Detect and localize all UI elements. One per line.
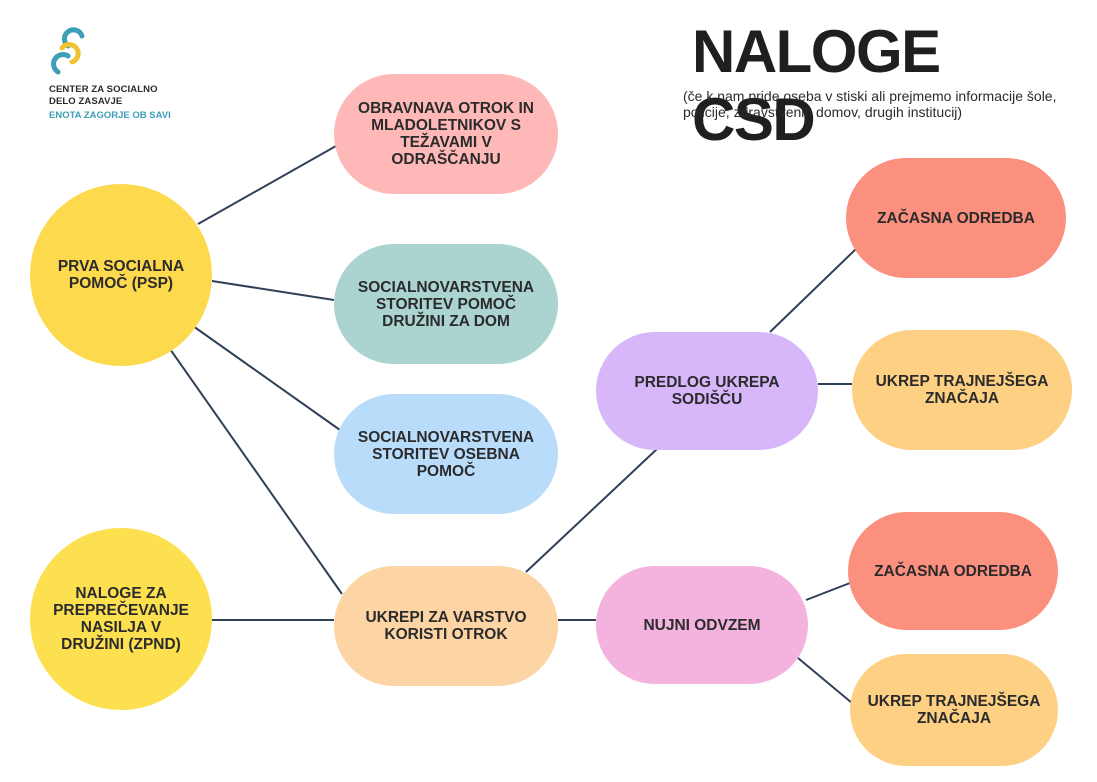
node-label: SOCIALNOVARSTVENA STORITEV POMOČ DRUŽINI… [357,278,535,330]
node-label: NUJNI ODVZEM [643,616,761,634]
edge-psp-osebna [192,325,341,431]
edge-predlog-zac1 [769,247,858,333]
logo-text-line-2: DELO ZASAVJE [49,96,123,107]
node-obravnava-otrok: OBRAVNAVA OTROK IN MLADOLETNIKOV S TEŽAV… [334,74,558,194]
edge-odvzem-zac2 [805,582,851,601]
node-label: ZAČASNA ODREDBA [877,209,1035,227]
edge-ukrepi-predlog [525,448,658,573]
logo: CENTER ZA SOCIALNO DELO ZASAVJE ENOTA ZA… [46,26,196,122]
page-subtitle: (če k nam pride oseba v stiski ali prejm… [683,88,1057,120]
page-title: NALOGE CSD [692,18,941,153]
node-label: PREDLOG UKREPA SODIŠČU [634,374,780,408]
node-zacasna-odredba-1: ZAČASNA ODREDBA [846,158,1066,278]
node-ukrep-trajnejsega-znacaja-1: UKREP TRAJNEJŠEGA ZNAČAJA [852,330,1072,450]
node-predlog-ukrepa-sodiscu: PREDLOG UKREPA SODIŠČU [596,332,818,450]
node-label: UKREP TRAJNEJŠEGA ZNAČAJA [867,693,1041,727]
logo-text-line-1: CENTER ZA SOCIALNO [49,84,158,95]
logo-text-line-3: ENOTA ZAGORJE OB SAVI [49,110,171,121]
edge-psp-otrok [197,145,337,225]
node-zacasna-odredba-2: ZAČASNA ODREDBA [848,512,1058,630]
node-ukrep-trajnejsega-znacaja-2: UKREP TRAJNEJŠEGA ZNAČAJA [850,654,1058,766]
node-osebna-pomoc: SOCIALNOVARSTVENA STORITEV OSEBNA POMOČ [334,394,558,514]
node-label: PRVA SOCIALNA POMOČ (PSP) [57,258,185,292]
node-label: UKREP TRAJNEJŠEGA ZNAČAJA [875,373,1049,407]
node-ukrepi-varstvo-otrok: UKREPI ZA VARSTVO KORISTI OTROK [334,566,558,686]
edge-odvzem-traj2 [797,657,853,704]
edge-psp-ukrepi [169,348,343,595]
node-naloge-zpnd: NALOGE ZA PREPREČEVANJE NASILJA V DRUŽIN… [30,528,212,710]
node-label: OBRAVNAVA OTROK IN MLADOLETNIKOV S TEŽAV… [358,100,534,168]
edge-psp-dom [211,280,335,301]
node-label: ZAČASNA ODREDBA [874,562,1032,580]
node-label: SOCIALNOVARSTVENA STORITEV OSEBNA POMOČ [357,428,535,480]
node-label: NALOGE ZA PREPREČEVANJE NASILJA V DRUŽIN… [53,585,189,653]
csd-logo-icon [51,27,85,75]
node-nujni-odvzem: NUJNI ODVZEM [596,566,808,684]
node-prva-socialna-pomoc: PRVA SOCIALNA POMOČ (PSP) [30,184,212,366]
node-pomoc-druzini-za-dom: SOCIALNOVARSTVENA STORITEV POMOČ DRUŽINI… [334,244,558,364]
node-label: UKREPI ZA VARSTVO KORISTI OTROK [365,609,527,643]
